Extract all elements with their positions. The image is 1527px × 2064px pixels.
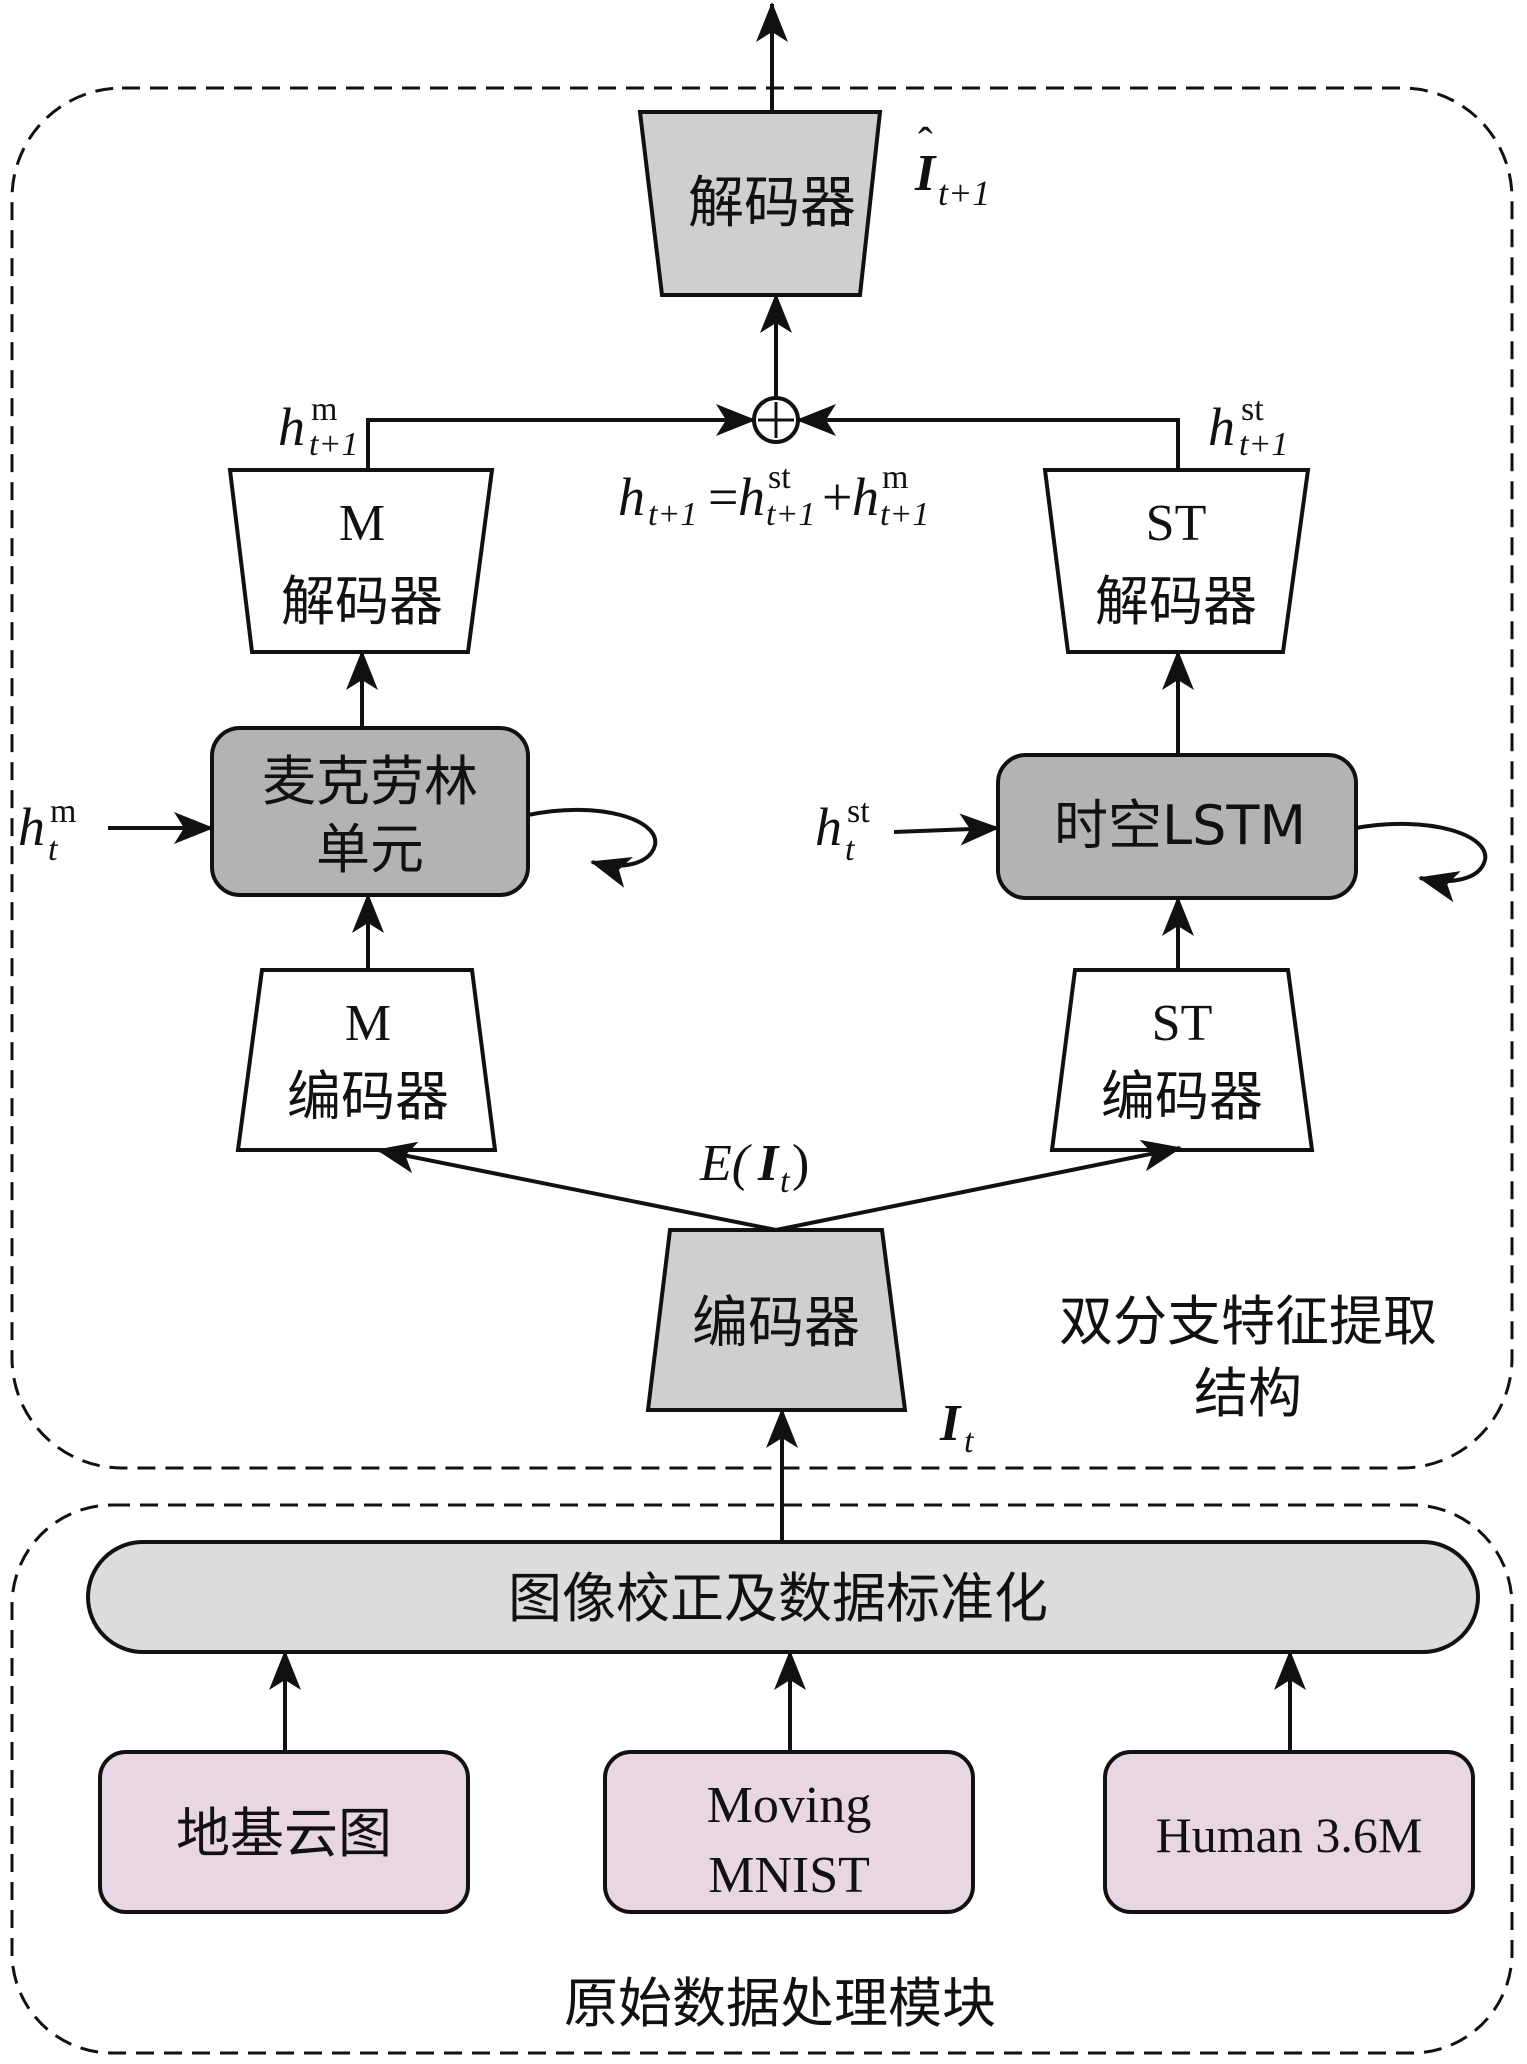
raw-data-module-boundary bbox=[10, 1503, 1514, 2055]
svg-text:图像校正及数据标准化: 图像校正及数据标准化 bbox=[508, 1567, 1048, 1630]
dual-branch-module-title-line1: 双分支特征提取 bbox=[1059, 1290, 1437, 1353]
svg-text:单元: 单元 bbox=[316, 818, 424, 881]
maclaurin-unit-block: 麦克劳林 单元 bbox=[210, 726, 530, 897]
hat-accent: ˆ bbox=[918, 119, 933, 168]
svg-text:h: h bbox=[618, 467, 645, 527]
m-decoder-block: M 解码器 bbox=[227, 468, 495, 654]
encoder-to-st-encoder-arrow bbox=[775, 1139, 1182, 1232]
h-m-t-label: h m t bbox=[18, 793, 76, 868]
h-st-t-label: h st t bbox=[815, 793, 870, 868]
svg-text:I: I bbox=[939, 1395, 962, 1452]
svg-text:时空LSTM: 时空LSTM bbox=[1054, 794, 1306, 857]
svg-text:解码器: 解码器 bbox=[281, 570, 443, 633]
svg-text:t+1: t+1 bbox=[648, 496, 697, 533]
decoder-label: 解码器 bbox=[688, 171, 856, 236]
svg-text:t+1: t+1 bbox=[880, 496, 929, 533]
svg-text:t+1: t+1 bbox=[766, 496, 815, 533]
svg-text:I: I bbox=[757, 1135, 780, 1192]
svg-text:编码器: 编码器 bbox=[1101, 1065, 1263, 1128]
svg-text:t: t bbox=[845, 831, 856, 868]
maclaurin-recurrent-loop bbox=[527, 807, 658, 888]
svg-text:麦克劳林: 麦克劳林 bbox=[262, 750, 478, 813]
svg-text:st: st bbox=[1241, 391, 1264, 428]
svg-text:E(: E( bbox=[699, 1135, 752, 1192]
dataset-human36m: Human 3.6M bbox=[1103, 1750, 1475, 1914]
svg-text:m: m bbox=[882, 459, 908, 496]
svg-text:h: h bbox=[278, 397, 305, 457]
svg-text:t+1: t+1 bbox=[1239, 426, 1288, 463]
svg-text:st: st bbox=[847, 793, 870, 830]
svg-text:m: m bbox=[311, 391, 337, 428]
dataset-ground-cloud: 地基云图 bbox=[98, 1750, 470, 1914]
st-branch-to-sum bbox=[796, 404, 1180, 470]
raw-data-module-title: 原始数据处理模块 bbox=[564, 1972, 996, 2035]
svg-text:I: I bbox=[914, 145, 937, 202]
svg-text:h: h bbox=[738, 467, 765, 527]
dual-branch-module-title-line2: 结构 bbox=[1194, 1362, 1302, 1425]
svg-text:h: h bbox=[1208, 397, 1235, 457]
h-st-t-input-arrow bbox=[893, 813, 1000, 846]
svg-text:t: t bbox=[780, 1163, 791, 1200]
h-st-next-label: h st t+1 bbox=[1208, 391, 1288, 463]
dual-branch-module-boundary bbox=[10, 86, 1514, 1470]
svg-text:M: M bbox=[345, 995, 391, 1052]
svg-text:+: + bbox=[822, 467, 852, 527]
encoder-to-m-encoder-arrow bbox=[376, 1141, 777, 1232]
dataset-moving-mnist: Moving MNIST bbox=[603, 1750, 975, 1914]
svg-text:=: = bbox=[708, 467, 738, 527]
svg-text:): ) bbox=[792, 1135, 809, 1192]
st-encoder-block: ST 编码器 bbox=[1049, 968, 1315, 1152]
svg-text:m: m bbox=[50, 793, 76, 830]
svg-text:h: h bbox=[852, 467, 879, 527]
svg-text:Moving: Moving bbox=[707, 1777, 872, 1834]
svg-text:h: h bbox=[18, 797, 45, 857]
svg-text:M: M bbox=[339, 495, 385, 552]
m-branch-to-sum bbox=[366, 404, 756, 470]
svg-text:t+1: t+1 bbox=[938, 173, 990, 213]
st-decoder-block: ST 解码器 bbox=[1042, 468, 1311, 654]
svg-text:解码器: 解码器 bbox=[1095, 570, 1257, 633]
svg-text:st: st bbox=[768, 459, 791, 496]
svg-text:ST: ST bbox=[1152, 995, 1213, 1052]
input-frame-label: I t bbox=[939, 1395, 975, 1460]
svg-text:编码器: 编码器 bbox=[287, 1065, 449, 1128]
svg-text:ST: ST bbox=[1146, 495, 1207, 552]
output-prediction-label: I ˆ t+1 bbox=[914, 119, 990, 213]
svg-text:地基云图: 地基云图 bbox=[176, 1802, 392, 1865]
svg-text:t: t bbox=[48, 831, 59, 868]
svg-text:MNIST: MNIST bbox=[708, 1847, 870, 1904]
encoded-feature-label: E( I t ) bbox=[699, 1135, 809, 1200]
st-lstm-recurrent-loop bbox=[1355, 821, 1488, 903]
svg-text:t+1: t+1 bbox=[309, 426, 358, 463]
h-m-next-label: h m t+1 bbox=[278, 391, 358, 463]
m-encoder-block: M 编码器 bbox=[235, 968, 498, 1152]
svg-text:h: h bbox=[815, 797, 842, 857]
encoder-label: 编码器 bbox=[692, 1291, 860, 1356]
svg-text:Human 3.6M: Human 3.6M bbox=[1156, 1807, 1423, 1863]
decoder-block: 解码器 bbox=[637, 110, 883, 297]
st-lstm-block: 时空LSTM bbox=[996, 753, 1358, 900]
preprocess-block: 图像校正及数据标准化 bbox=[86, 1540, 1480, 1654]
encoder-block: 编码器 bbox=[645, 1228, 908, 1412]
sum-equation: h t+1 = h st t+1 + h m t+1 bbox=[618, 459, 929, 533]
svg-text:t: t bbox=[964, 1423, 975, 1460]
